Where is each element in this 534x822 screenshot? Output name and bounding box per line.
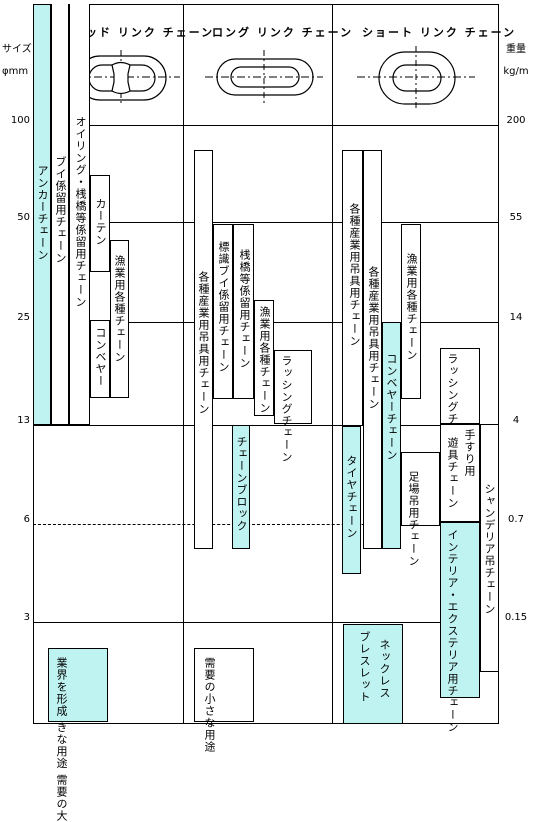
short-industrial-lifting-chain-bar-1: 各種産業用吊具用チェーン — [342, 150, 363, 426]
long-small-demand-note: 需要の小さな用途 — [194, 648, 254, 753]
size-tick: 25 — [17, 312, 30, 323]
interior-exterior-chain-bar: インテリア・エクステリア用チェーン — [440, 522, 480, 733]
long-lashing-chain-bar: ラッシングチェーン — [274, 350, 312, 463]
chandelier-hanging-chain-bar: シャンデリア吊チェーン — [480, 424, 499, 672]
weight-tick: 0.15 — [504, 612, 528, 623]
size-tick: 3 — [23, 612, 30, 623]
size-axis-title: サイズ — [2, 44, 32, 55]
weight-axis-title: 重量 — [506, 44, 526, 55]
gridline-13 — [33, 425, 499, 426]
header-short-link: ショート リンク チェーン — [362, 26, 517, 39]
short-industrial-lifting-chain-bar-2: 各種産業用吊具用チェーン — [363, 150, 382, 549]
header-long-link: ロング リンク チェーン — [212, 26, 354, 39]
buoy-mooring-chain-bar: ブイ係留用チェーン — [51, 4, 69, 425]
handrail-playground-chain-bar: 手すり用 遊具チェーン — [440, 424, 480, 522]
gridline-3 — [33, 622, 499, 623]
header-stud-link: スタッド リンク チェーン — [60, 26, 215, 39]
gridline-6 — [33, 524, 499, 525]
size-tick: 50 — [17, 212, 30, 223]
size-tick: 100 — [10, 115, 30, 126]
size-axis-unit: φmm — [2, 66, 29, 77]
weight-tick: 0.7 — [508, 514, 524, 525]
tire-chain-bar: タイヤチェーン — [342, 426, 361, 574]
stud-large-demand-note: 業界を形成 きな用途 需要の大 — [48, 648, 108, 822]
size-tick: 6 — [23, 514, 30, 525]
chain-block-bar: チェーンブロック — [232, 425, 250, 549]
short-fishery-chain-bar: 漁業用各種チェーン — [401, 224, 421, 399]
gridline-100 — [33, 125, 499, 126]
weight-tick: 14 — [509, 312, 523, 323]
short-link-illustration — [357, 46, 475, 108]
weight-tick: 4 — [512, 415, 520, 426]
long-industrial-lifting-chain-bar: 各種産業用吊具用チェーン — [194, 150, 213, 549]
short-lashing-chain-bar: ラッシングチェーン — [440, 348, 480, 461]
size-tick: 13 — [17, 415, 30, 426]
gridline-50 — [33, 222, 499, 223]
long-pier-mooring-chain-bar: 桟橋等係留用チェーン — [233, 224, 254, 399]
weight-axis-unit: kg/m — [503, 66, 529, 77]
long-fishery-chain-bar: 漁業用各種チェーン — [254, 300, 274, 416]
marker-buoy-mooring-chain-bar: 標識ブイ係留用チェーン — [213, 224, 233, 399]
stud-fishery-chain-bar: 漁業用各種チェーン — [110, 240, 129, 398]
long-link-illustration — [205, 50, 323, 106]
column-divider — [332, 4, 333, 724]
curtain-chain-bar: カーテン — [90, 175, 110, 272]
stud-conveyor-chain-bar: コンベヤー — [90, 320, 110, 398]
necklace-bracelet-bar: ネックレス ブレスレット — [343, 624, 403, 724]
anchor-chain-bar: アンカーチェーン — [33, 4, 51, 425]
column-divider — [183, 4, 184, 724]
weight-tick: 55 — [509, 212, 523, 223]
conveyor-chain-bar: コンベヤーチェーン — [382, 322, 401, 549]
oiling-pier-mooring-chain-bar: オイリング・桟橋等係留用チェーン — [69, 4, 90, 425]
weight-tick: 200 — [506, 115, 526, 126]
scaffold-hanging-chain-bar: 足場吊用チェーン — [401, 452, 440, 567]
